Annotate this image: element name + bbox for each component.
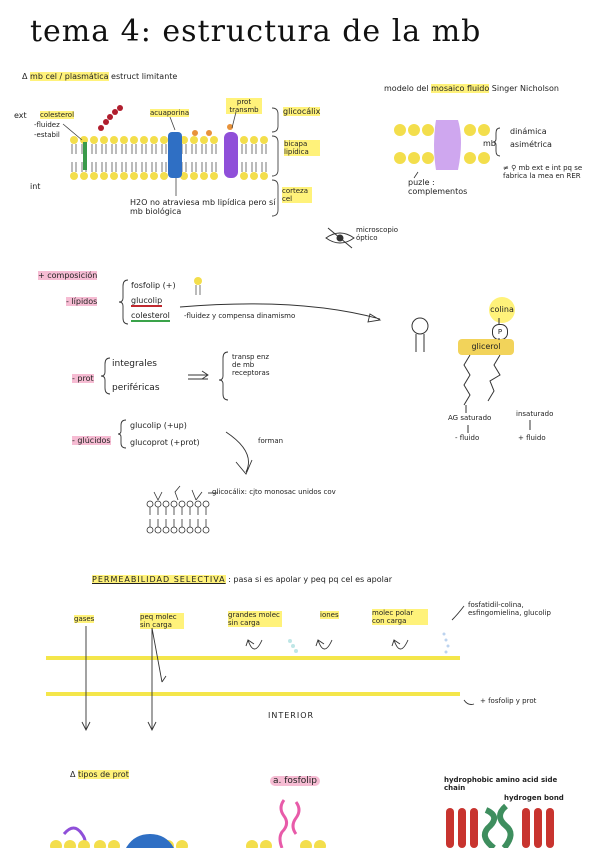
model-title-pre: modelo del: [384, 84, 429, 93]
ag-saturado-label: AG saturado: [448, 414, 492, 422]
model-title-post: Singer Nicholson: [491, 84, 559, 93]
composicion-title: + composición: [38, 271, 98, 280]
iones-label: iones: [320, 611, 339, 619]
fosfolip-prot-label: + fosfolip y prot: [480, 697, 537, 705]
colesterol-note: -fluidez y compensa dinamismo: [184, 312, 296, 320]
asimetrica-label: asimétrica: [510, 140, 552, 149]
triangle-bullet: Δ: [70, 770, 76, 779]
mb-desc: estruct limitante: [111, 72, 178, 81]
permeabilidad-subtitle: : pasa si es apolar y peq pq cel es apol…: [228, 575, 393, 584]
glicocalix-label: glicocálix: [283, 107, 321, 116]
dinamica-label: dinámica: [510, 127, 547, 136]
peq-label: peq molec sin carga: [140, 613, 184, 629]
prot-label: - prot: [72, 374, 94, 383]
permeability-membrane: [46, 605, 475, 732]
hydrophobic-label: hydrophobic amino acid side chain: [444, 776, 558, 792]
lipido-fosfolip: fosfolip (+): [131, 281, 176, 290]
mosaic-model-diagram: [394, 120, 501, 179]
fosfolip-title: a. fosfolip: [270, 776, 320, 786]
triangle-bullet: Δ: [22, 72, 28, 81]
insaturado-label: insaturado: [516, 410, 554, 418]
ext-label: ext: [14, 111, 27, 120]
lipidos-label: - lípidos: [66, 297, 98, 306]
colina-circle: colina: [489, 297, 515, 323]
eye-icon: [325, 227, 355, 249]
h2o-note: H2O no atraviesa mb lipídica pero sí mb …: [130, 198, 276, 216]
prot-perifericas: periféricas: [112, 383, 160, 393]
fosfa-label: fosfatidil-colina, esfingomielina, gluco…: [468, 601, 551, 617]
bicapa-label: bicapa lipídica: [284, 140, 320, 156]
mas-fluido-label: + fluido: [518, 434, 546, 442]
glucidos-label: - glúcidos: [72, 436, 111, 445]
prot-note: transp enz de mb receptoras: [232, 353, 270, 377]
glucidos-glucoprot: glucoprot (+prot): [130, 438, 200, 447]
lipid-stick-figure: [411, 317, 429, 352]
acuaporina-label: acuaporina: [150, 109, 190, 117]
hbond-label: hydrogen bond: [504, 794, 564, 802]
mb-label-model: mb: [483, 139, 496, 148]
bilayer-diagram: [62, 105, 279, 217]
model-note: ≠ ⚲ mb ext e int pq se fabrica la mea en…: [503, 164, 583, 180]
polar-label: molec polar con carga: [372, 609, 428, 625]
colesterol-label: colesterol: [40, 111, 75, 119]
fluidez-label: -fluidez: [34, 121, 60, 129]
phospholipid-icon: [194, 277, 202, 295]
page-title: tema 4: estructura de la mb: [30, 14, 482, 49]
lipido-glucolip: glucolip: [131, 296, 163, 307]
glicerol-box: glicerol: [458, 339, 514, 355]
braces: [100, 279, 382, 494]
grandes-label: grandes molec sin carga: [228, 611, 282, 627]
corteza-label: corteza cel: [282, 187, 312, 203]
tipos-heading: Δ tipos de prot: [70, 770, 129, 779]
lipido-colesterol: colesterol: [131, 311, 170, 322]
glycocalyx-diagram: [146, 485, 210, 534]
prot-integrales: integrales: [112, 359, 157, 369]
menos-fluido-label: - fluido: [455, 434, 480, 442]
model-title-hl: mosaico fluido: [431, 84, 490, 93]
microscopio-label: microscopio óptico: [356, 226, 399, 242]
tipos-title: tipos de prot: [78, 770, 129, 779]
protein-types-diagram: [50, 799, 554, 848]
phospholipid-detail: [463, 318, 531, 433]
permeabilidad-heading: PERMEABILIDAD SELECTIVA : pasa si es apo…: [92, 575, 392, 584]
puzle-label: puzle : complementos: [408, 178, 468, 196]
int-label: int: [30, 182, 41, 191]
permeabilidad-title: PERMEABILIDAD SELECTIVA: [92, 575, 226, 584]
estabilidad-label: -estabil: [34, 131, 60, 139]
mb-label: mb cel / plasmática: [30, 72, 109, 81]
gases-label: gases: [74, 615, 95, 623]
glicocalix-note: glicocálix: cjto monosac unidos cov: [212, 488, 336, 496]
forman-label: forman: [258, 437, 284, 445]
glucidos-glucolip: glucolip (+up): [130, 421, 187, 430]
prot-transmb-label: prot transmb: [226, 98, 262, 114]
mb-heading: Δ mb cel / plasmática estruct limitante: [22, 72, 177, 81]
interior-label: INTERIOR: [268, 711, 315, 720]
model-title: modelo del mosaico fluido Singer Nichols…: [384, 84, 559, 93]
